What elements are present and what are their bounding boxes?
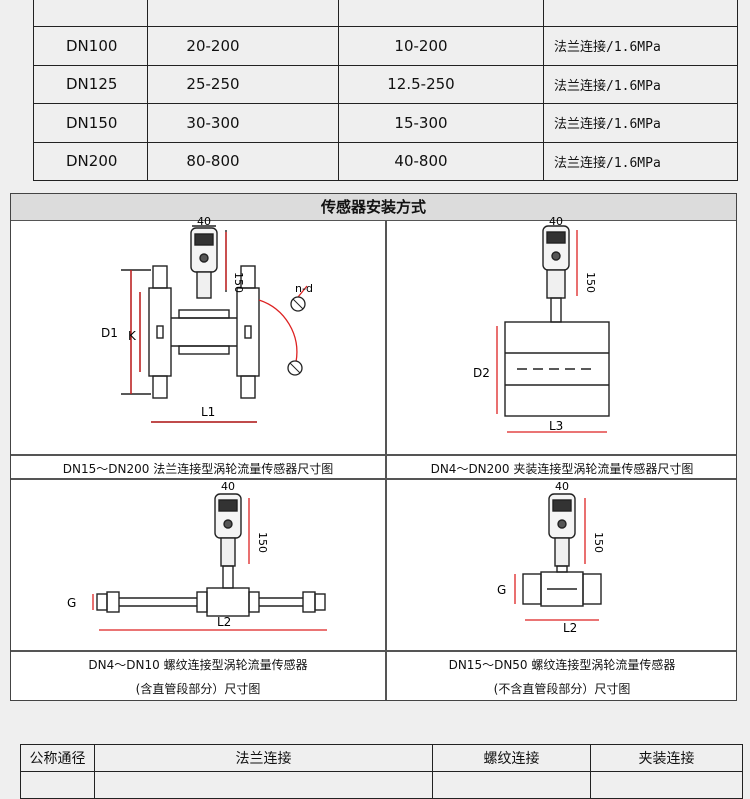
height-label: 150 xyxy=(592,532,605,553)
install-title: 传感器安装方式 xyxy=(11,194,736,221)
d2-label: D2 xyxy=(473,366,490,380)
connection-cell: 法兰连接/1.6MPa xyxy=(543,103,738,143)
holes-label: n-d xyxy=(295,282,313,295)
clamp-caption: DN4～DN200 夹装连接型涡轮流量传感器尺寸图 xyxy=(430,462,694,476)
range-cell: 30-300 xyxy=(147,103,339,143)
range-cell: 25-250 xyxy=(147,64,339,104)
install-panel: 传感器安装方式 xyxy=(10,193,737,701)
dn-cell: DN125 xyxy=(33,64,148,104)
table-header-row: 公称通径 法兰连接 螺纹连接 夹装连接 xyxy=(20,744,743,772)
divider xyxy=(385,220,387,700)
divider xyxy=(11,650,736,652)
flange-caption: DN15～DN200 法兰连接型涡轮流量传感器尺寸图 xyxy=(62,462,334,476)
table-row: DN150 30-300 15-300 法兰连接/1.6MPa xyxy=(33,103,738,143)
table-row: DN125 25-250 12.5-250 法兰连接/1.6MPa xyxy=(33,64,738,104)
thread-short-caption: DN15～DN50 螺纹连接型涡轮流量传感器 xyxy=(448,658,676,672)
dn-cell: DN100 xyxy=(33,26,148,66)
k-label: K xyxy=(128,329,137,343)
table-row xyxy=(33,0,738,27)
table-row: DN100 20-200 10-200 法兰连接/1.6MPa xyxy=(33,26,738,66)
height-label: 150 xyxy=(232,272,245,293)
thread-short-diagram: 40 150 G L2 xyxy=(387,480,737,650)
connection-cell: 法兰连接/1.6MPa xyxy=(543,64,738,104)
thread-short-caption-2: (不含直管段部分）尺寸图 xyxy=(493,682,631,696)
width-label: 40 xyxy=(555,480,569,493)
divider xyxy=(11,454,736,456)
dn-cell: DN200 xyxy=(33,141,148,181)
d1-label: D1 xyxy=(101,326,118,340)
range-cell: 15-300 xyxy=(338,103,544,143)
thread-short-sensor-drawing: 40 150 G L2 xyxy=(497,480,605,635)
l3-label: L3 xyxy=(549,419,563,433)
range-cell: 80-800 xyxy=(147,141,339,181)
dimension-table: 公称通径 法兰连接 螺纹连接 夹装连接 xyxy=(20,744,743,799)
g-label: G xyxy=(497,583,506,597)
range-cell: 20-200 xyxy=(147,26,339,66)
flange-sensor-drawing: 40 150 n-d D1 K L1 xyxy=(101,215,313,423)
l2-label: L2 xyxy=(217,615,231,629)
width-label: 40 xyxy=(221,480,235,493)
flange-diagram: 40 150 n-d D1 K L1 xyxy=(11,215,385,454)
divider xyxy=(11,478,736,480)
connection-cell: 法兰连接/1.6MPa xyxy=(543,141,738,181)
thread-long-caption-2: (含直管段部分）尺寸图 xyxy=(135,682,261,696)
connection-cell: 法兰连接/1.6MPa xyxy=(543,26,738,66)
clamp-diagram: 40 150 D2 L3 xyxy=(387,215,737,454)
thread-long-diagram: 40 150 G L2 xyxy=(11,480,385,650)
table-row xyxy=(20,771,743,799)
header-cell: 螺纹连接 xyxy=(432,744,591,772)
header-cell: 法兰连接 xyxy=(94,744,433,772)
range-cell: 40-800 xyxy=(338,141,544,181)
dn-cell: DN150 xyxy=(33,103,148,143)
height-label: 150 xyxy=(256,532,269,553)
range-cell: 10-200 xyxy=(338,26,544,66)
l2-label: L2 xyxy=(563,621,577,635)
thread-long-caption: DN4～DN10 螺纹连接型涡轮流量传感器 xyxy=(88,658,308,672)
l1-label: L1 xyxy=(201,405,215,419)
width-label: 40 xyxy=(197,215,211,228)
height-label: 150 xyxy=(584,272,597,293)
clamp-sensor-drawing: 40 150 D2 L3 xyxy=(473,215,610,433)
header-cell: 公称通径 xyxy=(20,744,95,772)
table-row: DN200 80-800 40-800 法兰连接/1.6MPa xyxy=(33,141,738,181)
header-cell: 夹装连接 xyxy=(590,744,743,772)
spec-table: DN100 20-200 10-200 法兰连接/1.6MPa DN125 25… xyxy=(33,0,738,181)
range-cell: 12.5-250 xyxy=(338,64,544,104)
thread-long-sensor-drawing: 40 150 G L2 xyxy=(67,480,327,631)
width-label: 40 xyxy=(549,215,563,228)
g-label: G xyxy=(67,596,76,610)
